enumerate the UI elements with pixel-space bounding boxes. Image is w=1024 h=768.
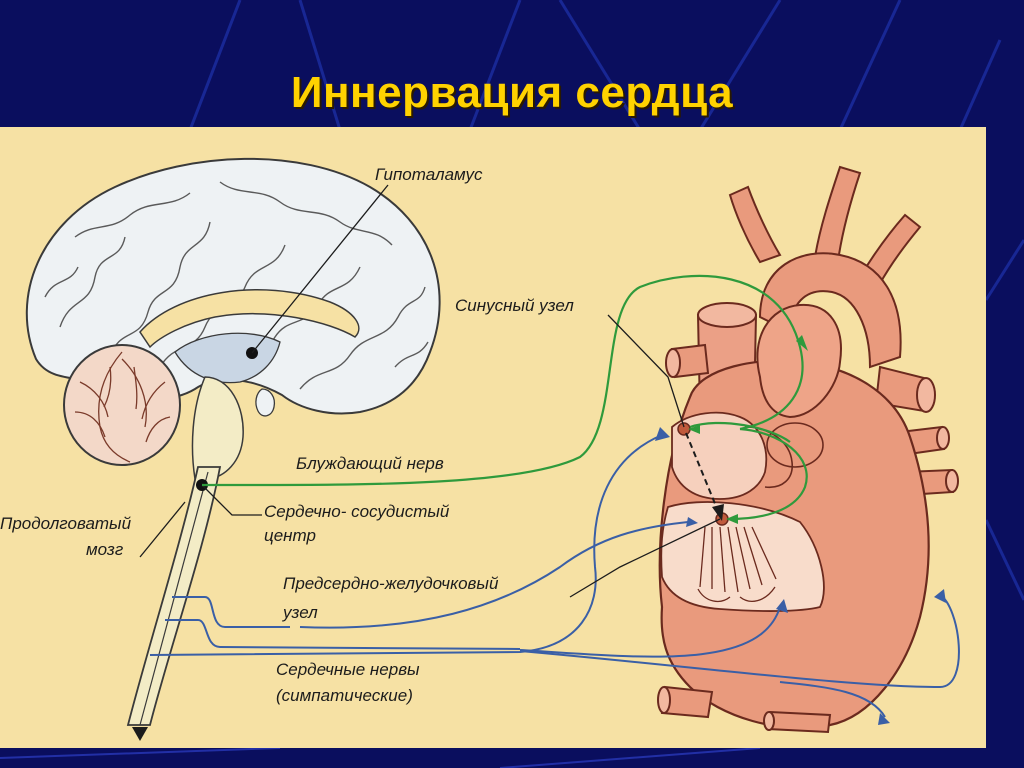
conduction-arrow-icon [712, 504, 724, 521]
opened-atrium [671, 411, 768, 500]
label-vagus-nerve: Блуждающий нерв [296, 454, 444, 473]
diagram-panel: Гипоталамус Синусный узел Блуждающий нер… [0, 127, 986, 748]
brain-leader-lines [139, 184, 389, 558]
label-medulla-line2: мозг [86, 540, 124, 559]
aortic-branch-left [728, 185, 782, 264]
corpus-callosum [139, 289, 360, 349]
vagus-nerve-path [201, 274, 808, 521]
label-cardio-center-line1: Сердечно- сосудистый [264, 502, 450, 521]
heart-illustration [657, 165, 959, 734]
pulmonary-trunk [756, 303, 842, 419]
label-cardiac-nerves-line2: (симпатические) [276, 686, 413, 705]
sympathetic-arrowheads [655, 427, 946, 725]
slide-title: Иннервация сердца [290, 68, 734, 117]
label-hypothalamus: Гипоталамус [375, 165, 483, 184]
chordae-tendineae [697, 526, 777, 603]
aortic-branch-right [858, 213, 922, 289]
cerebellum-folia [74, 351, 171, 463]
label-sinus-node: Синусный узел [455, 296, 574, 315]
cerebellum [63, 344, 181, 466]
pituitary [255, 388, 276, 417]
label-cardiac-nerves-line1: Сердечные нервы [276, 660, 420, 679]
label-cardio-center-line2: центр [264, 526, 316, 545]
label-av-node-line2: узел [283, 603, 318, 622]
label-av-node-line1: Предсердно-желудочковый [283, 574, 499, 593]
spinal-cord-arrow-icon [132, 727, 148, 741]
vagus-arrowheads [688, 335, 808, 524]
brain-illustration [25, 157, 441, 741]
conduction-path [685, 432, 719, 512]
brainstem-pons [191, 376, 244, 480]
heart-leader-lines [569, 314, 721, 598]
aortic-branch-middle [813, 165, 862, 263]
aortic-arch [758, 252, 902, 369]
heart-innervation-diagram [25, 157, 960, 741]
label-medulla-line1: Продолговатый [0, 513, 136, 535]
sympathetic-nerves-path [149, 434, 960, 718]
